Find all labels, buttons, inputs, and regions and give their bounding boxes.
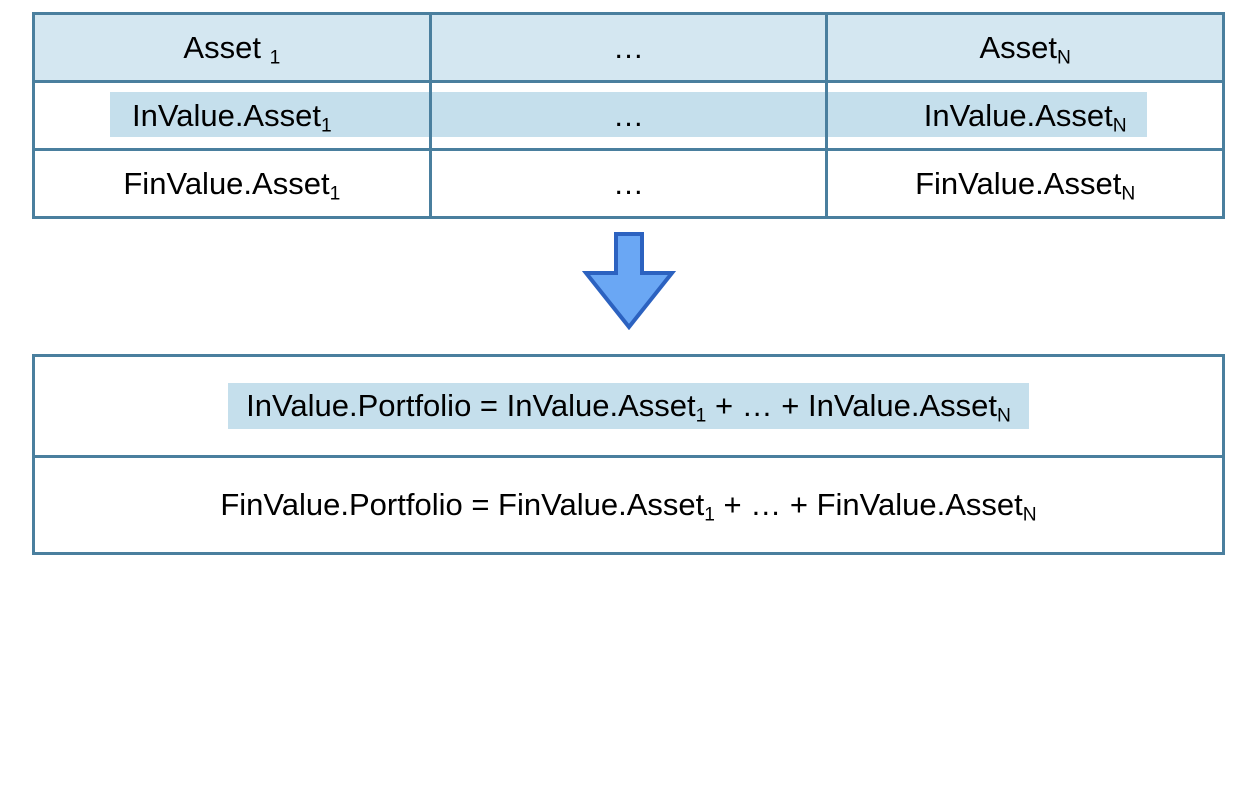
final-value-cell-asset-1: FinValue.Asset1 <box>32 148 432 219</box>
portfolio-initial-middle: + … + InValue.Asset <box>706 388 997 423</box>
portfolio-final-formula: FinValue.Portfolio = FinValue.Asset1 + …… <box>220 487 1037 526</box>
initial-value-cell-ellipsis: … <box>428 80 829 151</box>
portfolio-final-subscript-n: N <box>1022 504 1037 526</box>
final-value-cell-ellipsis: … <box>428 148 829 219</box>
initial-value-highlight <box>828 92 1147 137</box>
final-value-asset-n-label: FinValue.Asset <box>915 165 1122 201</box>
header-cell-ellipsis: … <box>428 12 829 83</box>
header-cell-asset-n: AssetN <box>825 12 1225 83</box>
initial-value-highlight <box>110 92 429 137</box>
portfolio-initial-subscript-n: N <box>996 405 1011 427</box>
portfolio-final-subscript-1: 1 <box>704 504 715 526</box>
initial-value-asset-1-subscript: 1 <box>320 114 332 136</box>
portfolio-final-row: FinValue.Portfolio = FinValue.Asset1 + …… <box>35 456 1222 554</box>
initial-value-asset-1-label: InValue.Asset <box>131 97 321 133</box>
initial-value-cell-asset-1: InValue.Asset1 <box>32 80 432 151</box>
initial-value-row: InValue.Asset1 … InValue.AssetN <box>32 80 1225 151</box>
header-asset-n-label: Asset <box>979 29 1057 65</box>
initial-value-cell-asset-n: InValue.AssetN <box>825 80 1225 151</box>
portfolio-initial-row: InValue.Portfolio = InValue.Asset1 + … +… <box>35 357 1222 458</box>
portfolio-box: InValue.Portfolio = InValue.Asset1 + … +… <box>32 354 1225 555</box>
portfolio-final-middle: + … + FinValue.Asset <box>714 487 1023 522</box>
asset-header-row: Asset 1 … AssetN <box>32 12 1225 83</box>
header-asset-1-label: Asset <box>183 29 270 65</box>
portfolio-initial-prefix: InValue.Portfolio = InValue.Asset <box>246 388 696 423</box>
header-asset-1-subscript: 1 <box>269 46 281 68</box>
portfolio-initial-subscript-1: 1 <box>695 405 707 427</box>
final-value-cell-asset-n: FinValue.AssetN <box>825 148 1225 219</box>
initial-value-highlight <box>431 92 826 137</box>
header-ellipsis: … <box>612 29 644 65</box>
initial-value-asset-n-subscript: N <box>1112 114 1127 136</box>
initial-value-ellipsis: … <box>612 97 644 133</box>
portfolio-final-prefix: FinValue.Portfolio = FinValue.Asset <box>220 487 705 522</box>
final-value-asset-1-label: FinValue.Asset <box>123 165 330 201</box>
final-value-ellipsis: … <box>612 165 644 201</box>
down-arrow-icon <box>582 232 676 330</box>
final-value-asset-n-subscript: N <box>1121 182 1136 204</box>
asset-table: Asset 1 … AssetN InValue.Asset1 … InValu… <box>32 12 1225 219</box>
header-cell-asset-1: Asset 1 <box>32 12 432 83</box>
down-arrow-shape <box>582 232 676 330</box>
header-asset-n-subscript: N <box>1056 46 1071 68</box>
initial-value-asset-n-label: InValue.Asset <box>923 97 1113 133</box>
final-value-asset-1-subscript: 1 <box>329 182 341 204</box>
portfolio-initial-formula: InValue.Portfolio = InValue.Asset1 + … +… <box>228 383 1029 429</box>
final-value-row: FinValue.Asset1 … FinValue.AssetN <box>32 148 1225 219</box>
